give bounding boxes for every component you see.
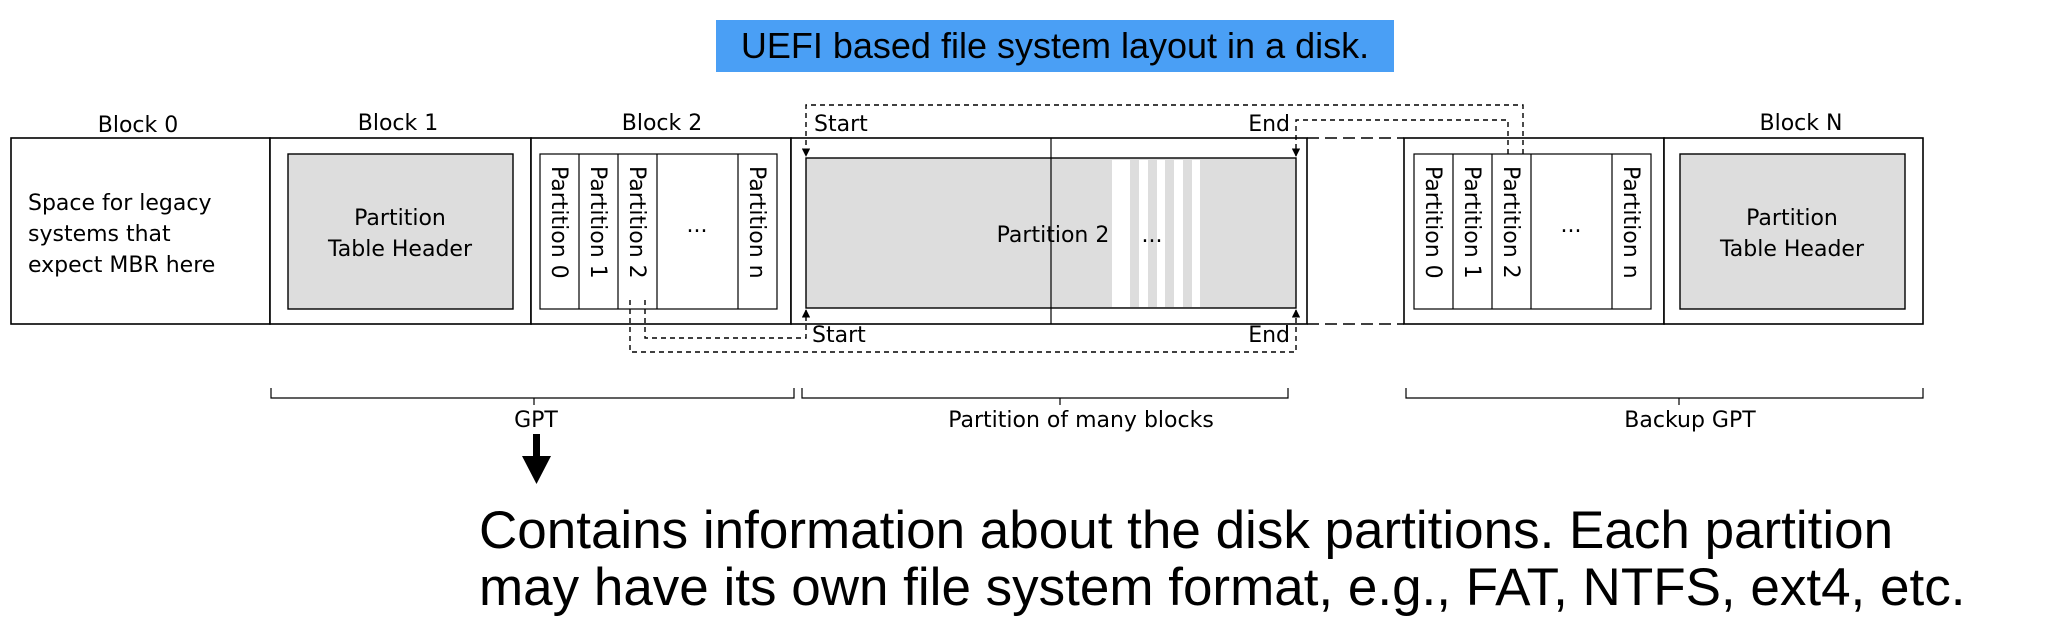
- partition-table-header-line-2: Table Header: [327, 237, 473, 262]
- partition-entry-2: Partition 2: [624, 166, 649, 279]
- start-label-top: Start: [814, 112, 868, 137]
- gap-stripe-2: [1148, 160, 1157, 307]
- block-0-box: [10, 137, 271, 325]
- gpt-arrow-head: [522, 456, 551, 484]
- end-label-bottom: End: [1248, 323, 1290, 348]
- partition-table-header-line-1: Partition: [354, 206, 446, 231]
- backup-partition-entry-0: Partition 0: [1420, 166, 1445, 279]
- block-1-label: Block 1: [358, 111, 439, 136]
- backup-partition-table-header-box: [1679, 153, 1906, 310]
- diagram-title: UEFI based file system layout in a disk.: [716, 20, 1394, 72]
- partition-of-many-blocks-label: Partition of many blocks: [948, 408, 1214, 433]
- gpt-brace: GPT: [270, 388, 795, 433]
- backup-partition-entry-n: Partition n: [1618, 166, 1643, 279]
- block-2-box: [530, 137, 792, 325]
- caption-line-2: may have its own file system format, e.g…: [479, 558, 1965, 617]
- backup-partition-entry-2: Partition 2: [1498, 166, 1523, 279]
- gap-stripe-3: [1165, 160, 1174, 307]
- partition-2-label: Partition 2: [997, 223, 1110, 248]
- backup-partition-entry-1: Partition 1: [1459, 166, 1484, 279]
- partition-table-header-box: [287, 153, 514, 310]
- end-label-top: End: [1248, 112, 1290, 137]
- partition-entry-n: Partition n: [744, 166, 769, 279]
- backup-entries-ellipsis: ...: [1561, 213, 1582, 238]
- backup-gpt-label: Backup GPT: [1624, 408, 1756, 433]
- gpt-arrow-shaft: [533, 434, 540, 458]
- backup-entries-inner-box: [1413, 153, 1652, 310]
- pointer-lines: [629, 104, 1524, 353]
- backup-partition-table-header-line-2: Table Header: [1719, 237, 1865, 262]
- block-0-text-line-1: Space for legacy: [28, 191, 212, 216]
- backup-start-pointer: [801, 104, 1524, 157]
- gap-stripe-1: [1130, 160, 1139, 307]
- block-0-label: Block 0: [98, 113, 179, 138]
- partition-entry-1: Partition 1: [585, 166, 610, 279]
- backup-partition-table-header-line-1: Partition: [1746, 206, 1838, 231]
- gap-stripe-4: [1183, 160, 1192, 307]
- partition-area-ellipsis: ...: [1142, 223, 1163, 248]
- primary-start-pointer: [644, 300, 811, 339]
- block-2-label: Block 2: [622, 111, 703, 136]
- gpt-brace-line: [270, 388, 795, 405]
- title-text: UEFI based file system layout in a disk.: [741, 25, 1369, 66]
- backup-gpt-brace-line: [1405, 388, 1924, 405]
- backup-partition-entries: Partition 0 Partition 1 Partition 2 ... …: [1403, 137, 1665, 325]
- partition-entries-ellipsis: ...: [687, 213, 708, 238]
- block-0: Space for legacy systems that expect MBR…: [10, 137, 271, 325]
- primary-end-pointer: [629, 300, 1301, 353]
- gpt-label: GPT: [514, 408, 558, 433]
- partition-brace: Partition of many blocks: [801, 388, 1289, 433]
- gpt-down-arrow: [522, 434, 551, 484]
- partition-entries-box: [539, 153, 778, 310]
- block-2: Partition 0 Partition 1 Partition 2 ... …: [530, 137, 792, 325]
- backup-end-pointer: [1291, 119, 1509, 157]
- block-1: Partition Table Header: [269, 137, 532, 325]
- block-0-text-line-2: systems that: [28, 222, 171, 247]
- start-label-bottom: Start: [812, 323, 866, 348]
- caption-line-1: Contains information about the disk part…: [479, 501, 1893, 560]
- backup-entries-box: [1403, 137, 1665, 325]
- partition-entry-0: Partition 0: [546, 166, 571, 279]
- block-0-text-line-3: expect MBR here: [28, 253, 215, 278]
- partition-brace-line: [801, 388, 1289, 405]
- block-n-label: Block N: [1760, 111, 1843, 136]
- title-highlight: [716, 20, 1394, 72]
- backup-gpt-brace: Backup GPT: [1405, 388, 1924, 433]
- block-n: Partition Table Header: [1663, 137, 1924, 325]
- partition-area: Partition 2 ... Start End Start End: [790, 112, 1308, 348]
